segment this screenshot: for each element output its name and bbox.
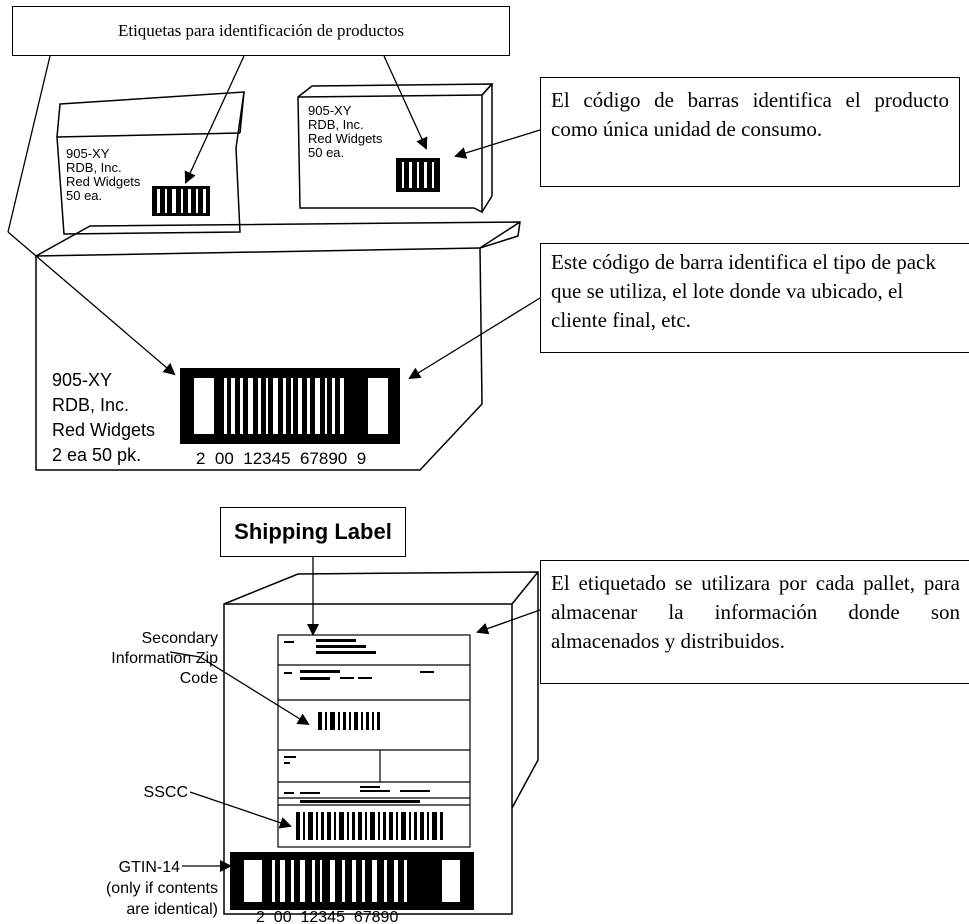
callout-top: El código de barras identifica el produc… xyxy=(540,77,960,187)
small-box-left xyxy=(56,91,245,235)
small-box-right-text: 905-XY RDB, Inc. Red Widgets 50 ea. xyxy=(308,103,383,160)
secondary-info-label: Secondary xyxy=(142,630,219,647)
small-box-left-line: RDB, Inc. xyxy=(66,160,122,175)
small-box-left-line: 50 ea. xyxy=(66,188,102,203)
secondary-info-label: Code xyxy=(180,670,218,687)
case-box xyxy=(35,221,521,471)
small-box-right-line: Red Widgets xyxy=(308,131,383,146)
gtin-label: GTIN-14 xyxy=(119,859,180,876)
shipping-label-text-marks xyxy=(284,639,434,803)
case-box-barcode xyxy=(180,368,400,444)
small-box-left-barcode xyxy=(152,186,210,216)
small-box-right-line: RDB, Inc. xyxy=(308,117,364,132)
case-box-line: 2 ea 50 pk. xyxy=(52,445,141,465)
gtin-barcode xyxy=(230,852,474,910)
small-box-left-text: 905-XY RDB, Inc. Red Widgets 50 ea. xyxy=(66,146,141,203)
case-box-line: Red Widgets xyxy=(52,420,155,440)
gtin-label: (only if contents xyxy=(106,880,218,897)
gtin-barcode-number: 2 00 12345 67890 xyxy=(256,909,398,924)
pallet-label-texts: Secondary Information Zip Code SSCC GTIN… xyxy=(106,630,218,918)
secondary-info-label: Information Zip xyxy=(111,650,218,667)
case-box-line: RDB, Inc. xyxy=(52,395,129,415)
small-box-left-line: 905-XY xyxy=(66,146,110,161)
small-box-right-line: 50 ea. xyxy=(308,145,344,160)
shipping-label-sheet xyxy=(277,634,471,848)
zip-code-barcode xyxy=(318,712,380,730)
small-box-right-barcode xyxy=(396,158,440,192)
connector-arrows xyxy=(7,55,541,872)
case-box-line: 905-XY xyxy=(52,370,112,390)
sscc-barcode xyxy=(296,812,443,840)
case-box-barcode-number: 2 00 12345 67890 9 xyxy=(196,449,366,468)
small-box-left-line: Red Widgets xyxy=(66,174,141,189)
callout-bottom: El etiquetado se utilizara por cada pall… xyxy=(540,560,969,684)
title-label: Etiquetas para identificación de product… xyxy=(12,6,510,56)
pallet-box xyxy=(223,571,539,915)
small-box-right-line: 905-XY xyxy=(308,103,352,118)
callout-mid: Este código de barra identifica el tipo … xyxy=(540,243,969,353)
sscc-label: SSCC xyxy=(144,784,188,801)
shipping-label-title: Shipping Label xyxy=(220,507,406,557)
case-box-text: 905-XY RDB, Inc. Red Widgets 2 ea 50 pk.… xyxy=(52,370,366,468)
small-box-right xyxy=(297,83,494,214)
gtin-label: are identical) xyxy=(126,901,218,918)
